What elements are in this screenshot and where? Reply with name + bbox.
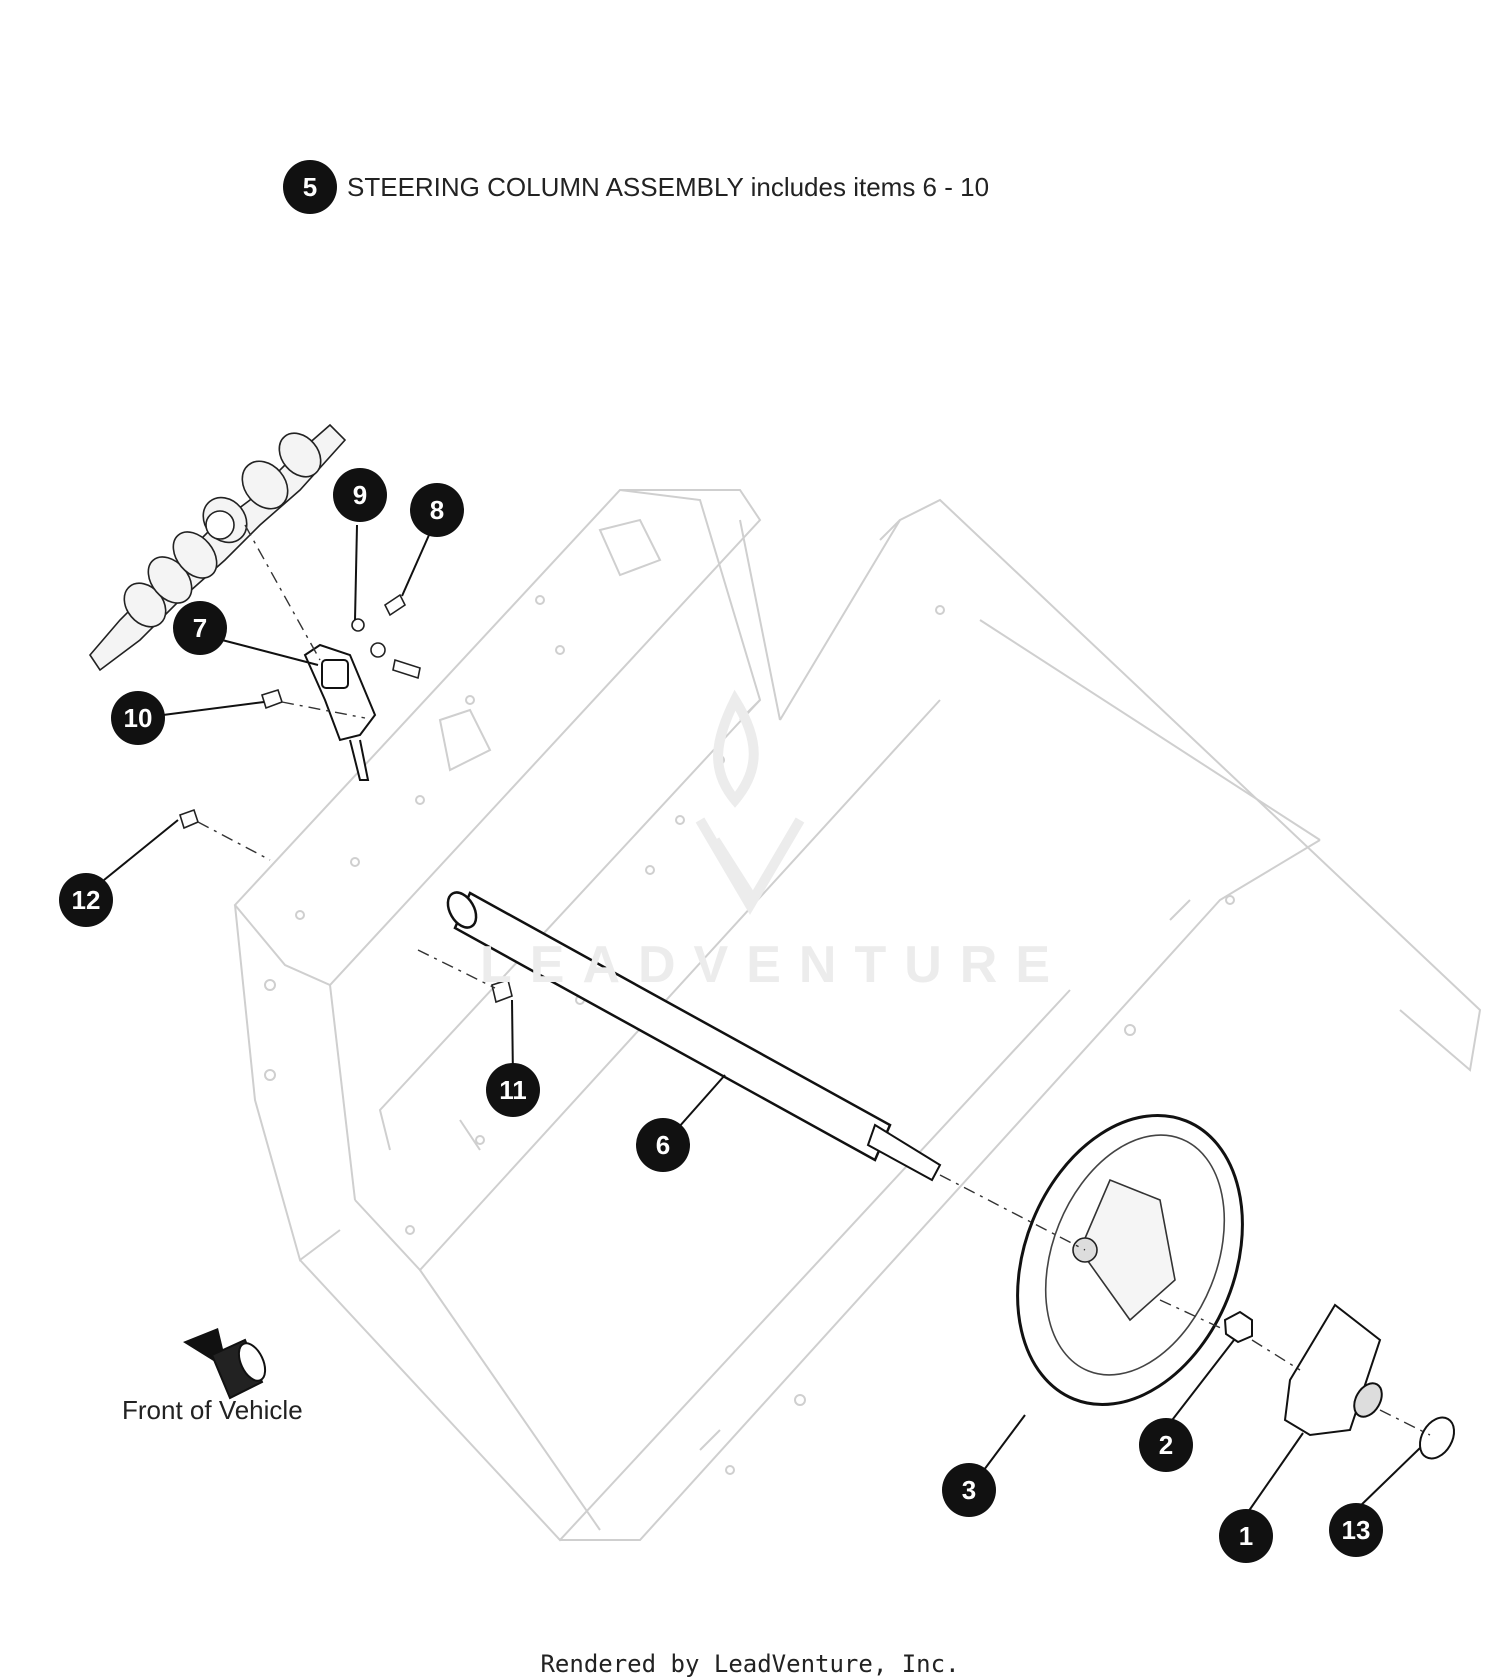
direction-arrow-icon — [183, 1328, 267, 1400]
callout-7[interactable]: 7 — [173, 601, 227, 655]
callout-5-badge[interactable]: 5 — [283, 160, 337, 214]
leader-lines — [103, 524, 1421, 1516]
front-of-vehicle-label: Front of Vehicle — [122, 1395, 303, 1425]
assembly-lines — [197, 524, 1431, 1436]
callout-number: 3 — [962, 1475, 976, 1505]
callout-number: 10 — [124, 703, 153, 733]
steering-rack — [88, 423, 347, 672]
callout-circle[interactable] — [636, 1118, 690, 1172]
callout-2[interactable]: 2 — [1139, 1418, 1193, 1472]
callout-circle[interactable] — [942, 1463, 996, 1517]
callout-11[interactable]: 11 — [486, 1063, 540, 1117]
callout-circle[interactable] — [1219, 1509, 1273, 1563]
callout-number: 9 — [353, 480, 367, 510]
callout-circle[interactable] — [486, 1063, 540, 1117]
chassis-frame — [233, 489, 1482, 1542]
callout-number: 7 — [193, 613, 207, 643]
callout-6[interactable]: 6 — [636, 1118, 690, 1172]
callout-number: 2 — [1159, 1430, 1173, 1460]
assembly-title: STEERING COLUMN ASSEMBLY includes items … — [347, 171, 990, 202]
callout-12[interactable]: 12 — [59, 873, 113, 927]
assembly-header: 5 STEERING COLUMN ASSEMBLY includes item… — [283, 160, 989, 214]
callout-13[interactable]: 13 — [1329, 1503, 1383, 1557]
callout-circle[interactable] — [111, 691, 165, 745]
callout-10[interactable]: 10 — [111, 691, 165, 745]
callout-1[interactable]: 1 — [1219, 1509, 1273, 1563]
callout-number: 13 — [1342, 1515, 1371, 1545]
wheel-hardware — [1223, 1303, 1456, 1460]
bolts — [179, 593, 513, 1004]
leadventure-logo-icon — [695, 689, 805, 915]
steering-column-shaft — [446, 891, 942, 1182]
callout-number: 8 — [430, 495, 444, 525]
callout-circle[interactable] — [59, 873, 113, 927]
callout-number: 11 — [499, 1075, 527, 1105]
callout-circle[interactable] — [333, 468, 387, 522]
footer-credit: Rendered by LeadVenture, Inc. — [540, 1650, 960, 1678]
callout-number: 12 — [72, 885, 101, 915]
callout-9[interactable]: 9 — [333, 468, 387, 522]
callout-8[interactable]: 8 — [410, 483, 464, 537]
callout-3[interactable]: 3 — [942, 1463, 996, 1517]
callout-number: 1 — [1239, 1521, 1253, 1551]
universal-joint — [303, 643, 377, 781]
callout-circle[interactable] — [1329, 1503, 1383, 1557]
callout-circle[interactable] — [410, 483, 464, 537]
callout-number: 6 — [656, 1130, 670, 1160]
callout-circle[interactable] — [1139, 1418, 1193, 1472]
watermark-text: LEADVENTURE — [480, 936, 1069, 994]
callout-circle[interactable] — [173, 601, 227, 655]
steering-wheel — [1016, 1113, 1244, 1407]
